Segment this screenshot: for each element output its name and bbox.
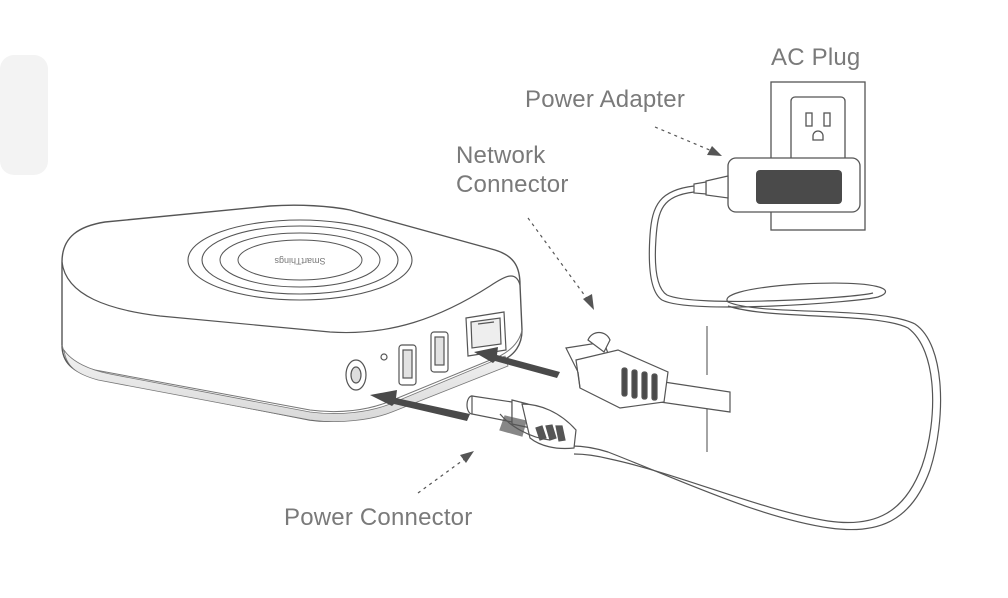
leader-power-adapter xyxy=(654,126,713,152)
leader-network-connector xyxy=(527,217,589,301)
label-network-connector: Network Connector xyxy=(456,142,569,198)
ethernet-port xyxy=(465,311,507,357)
label-power-connector: Power Connector xyxy=(284,504,473,531)
power-port xyxy=(345,353,388,391)
power-connector-plug xyxy=(466,395,577,450)
usb-port-2 xyxy=(430,331,449,373)
adapter-label-plate xyxy=(756,170,842,204)
label-power-adapter: Power Adapter xyxy=(525,86,686,113)
arrow-network-connector xyxy=(474,347,560,378)
usb-port-1 xyxy=(398,344,417,386)
leader-arrowheads xyxy=(460,146,722,463)
hub-top-ring xyxy=(187,219,413,301)
leader-lines xyxy=(417,126,713,494)
power-adapter xyxy=(693,157,861,213)
leader-power-connector xyxy=(417,457,467,494)
smartthings-hub: SmartThings xyxy=(61,204,523,422)
hub-brand-logo: SmartThings xyxy=(274,256,326,266)
label-ac-plug: AC Plug xyxy=(771,44,861,71)
adapter-cable xyxy=(571,185,942,531)
background-smudge xyxy=(0,55,48,175)
arrow-power-connector xyxy=(370,390,470,421)
ethernet-plug xyxy=(565,331,669,409)
hub-ports xyxy=(345,311,507,391)
insert-arrows xyxy=(370,347,560,421)
ethernet-cable xyxy=(565,331,731,413)
